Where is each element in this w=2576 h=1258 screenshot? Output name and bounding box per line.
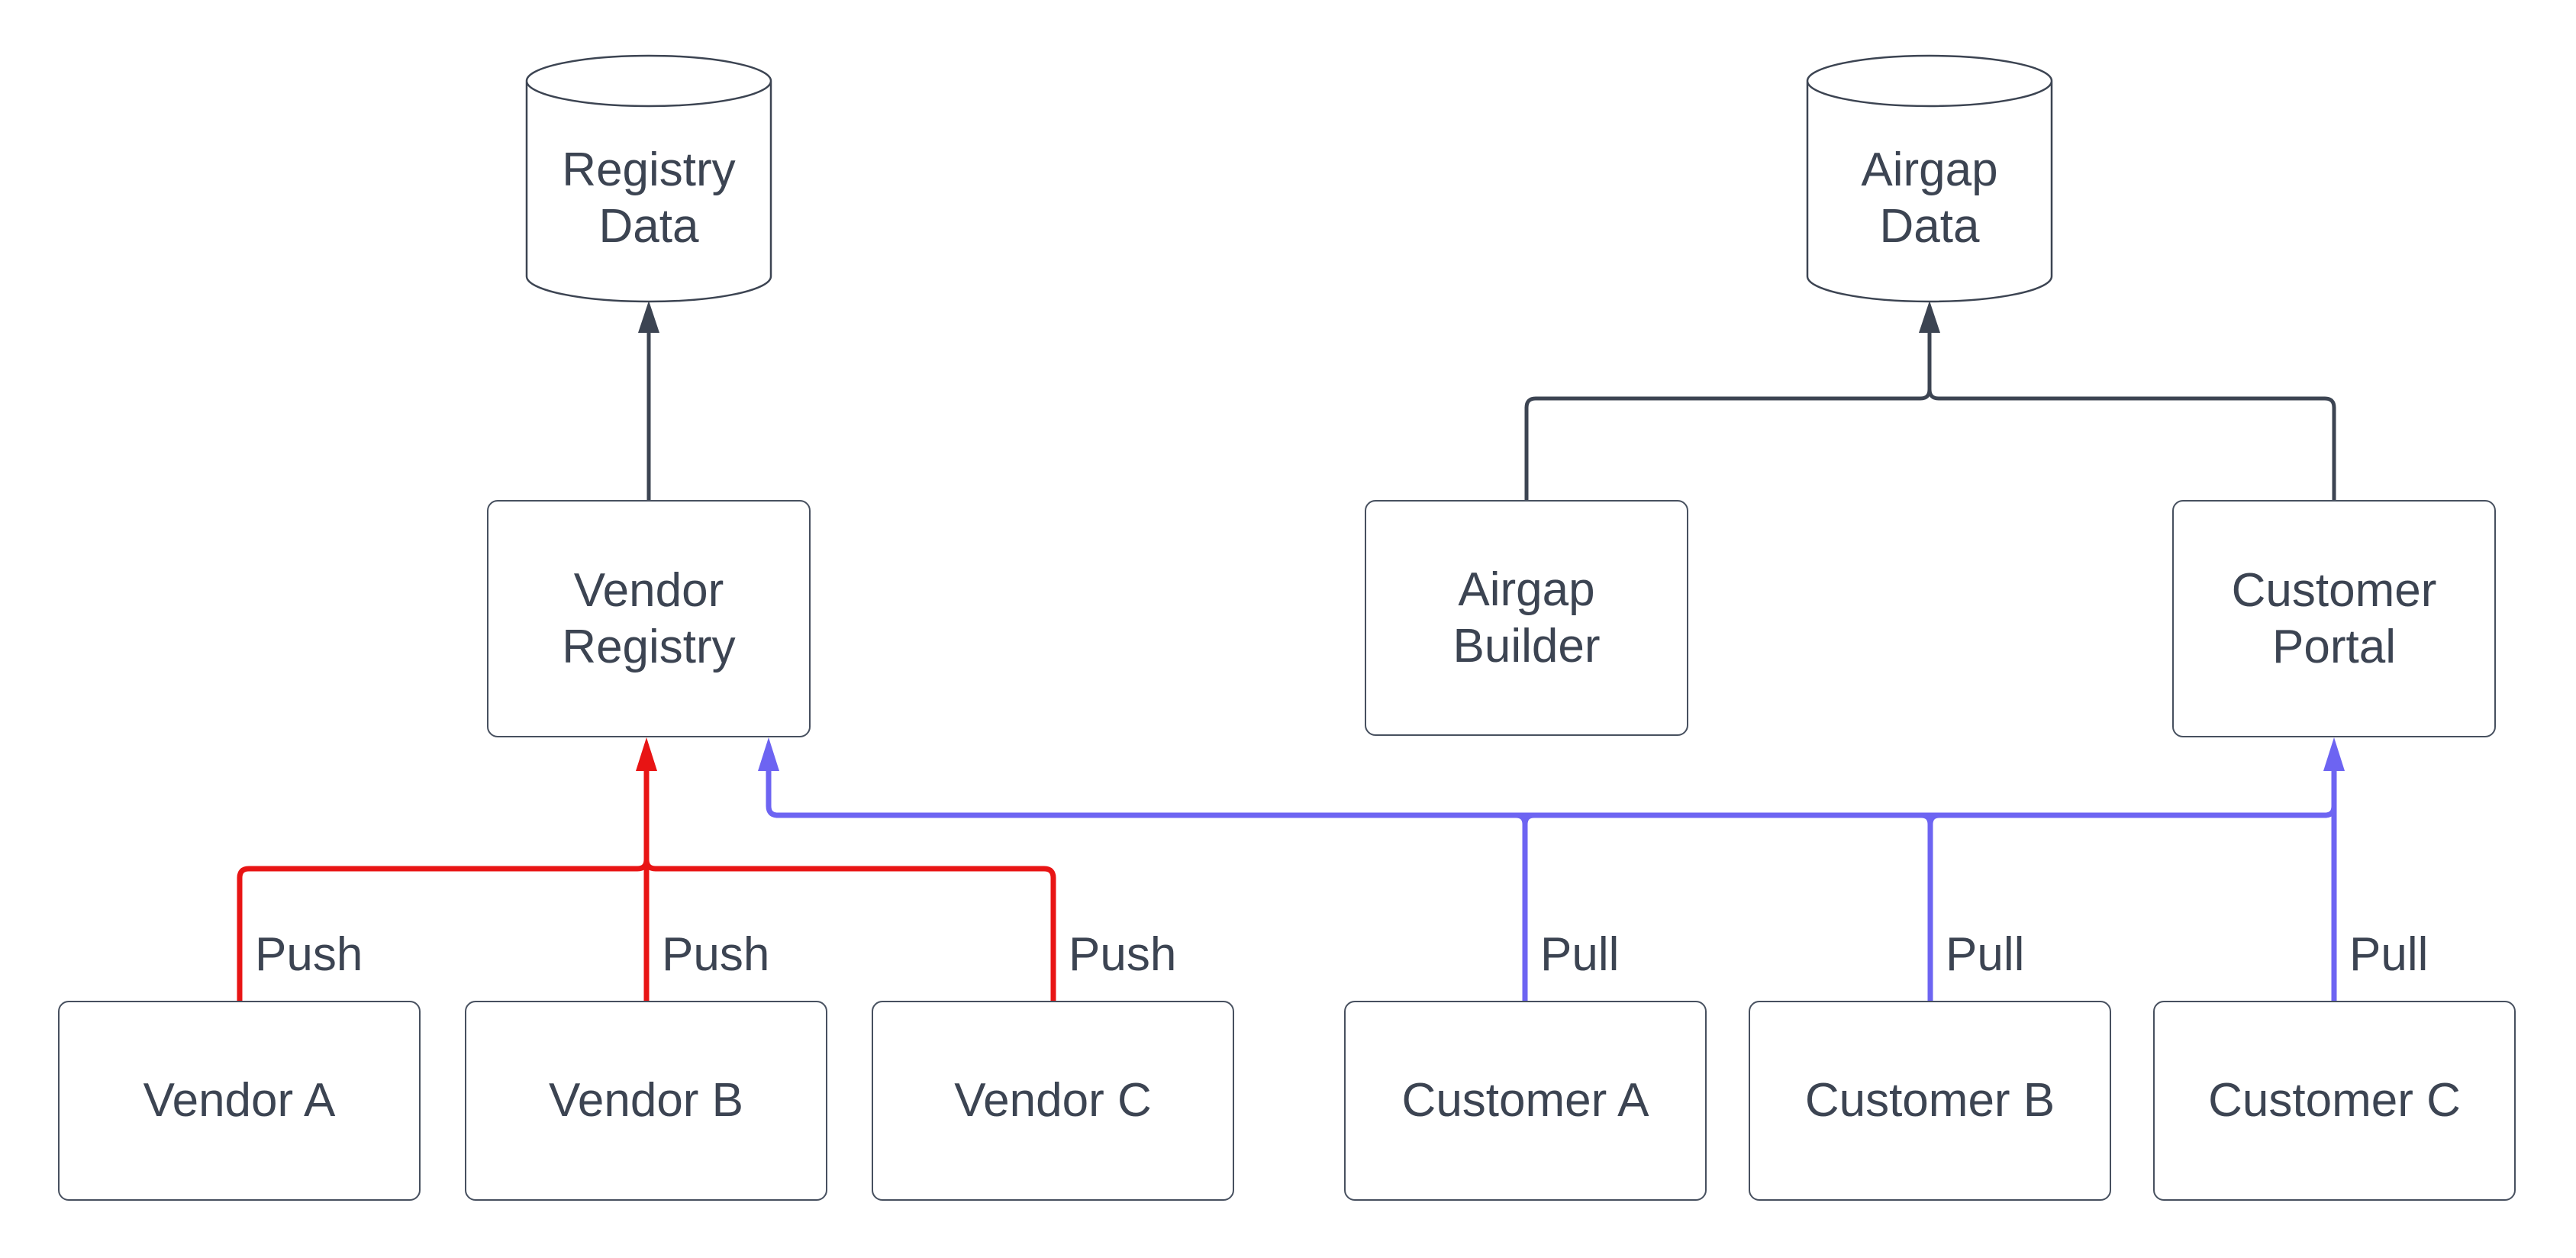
node-vendor-b[interactable]: Vendor B [465,1001,827,1201]
node-label-line: Registry [562,144,736,196]
pull-edge-customer-a [1515,812,1535,1001]
node-label-line: Airgap [1861,144,1998,196]
node-label-line: Registry [562,620,736,673]
node-label-line: Vendor [573,563,724,617]
flow-edge-customer-portal-to-airgap-data [1927,333,2336,500]
node-customer-portal[interactable]: Customer Portal [2172,500,2496,737]
node-vendor-c[interactable]: Vendor C [872,1001,1234,1201]
node-registry-data-label: Registry Data [527,115,771,282]
push-edge-label: Push [255,928,363,981]
node-label-line: Customer B [1804,1074,2055,1127]
node-vendor-registry[interactable]: Vendor Registry [487,500,811,737]
node-label-line: Customer [2231,563,2437,617]
push-arrowhead-vendor-registry [636,737,657,771]
node-label-line: Builder [1452,619,1601,673]
flow-arrowhead-airgap-data [1919,301,1940,333]
node-airgap-data-label: Airgap Data [1807,115,2052,282]
node-airgap-builder[interactable]: Airgap Builder [1365,500,1688,736]
push-edge-label: Push [662,928,770,981]
node-label-line: Vendor C [954,1074,1152,1127]
node-label-line: Data [598,200,699,253]
node-label-line: Vendor B [548,1074,744,1127]
pull-edge-label: Pull [2349,928,2429,981]
node-vendor-a[interactable]: Vendor A [58,1001,421,1201]
node-label-line: Customer C [2208,1074,2461,1127]
pull-edge-label: Pull [1946,928,2025,981]
pull-arrowhead-customer-portal [2323,737,2345,771]
node-label-line: Vendor A [143,1074,336,1127]
flow-edge-airgap-builder-to-airgap-data [1524,333,1932,500]
push-edge-label: Push [1069,928,1177,981]
pull-bus-edge-to-vendor-registry [766,771,2337,818]
node-customer-c[interactable]: Customer C [2153,1001,2516,1201]
node-customer-b[interactable]: Customer B [1749,1001,2111,1201]
airgap-data-cylinder[interactable] [1806,54,2053,303]
pull-edge-label: Pull [1540,928,1620,981]
node-label-line: Customer A [1401,1074,1649,1127]
node-label-line: Data [1879,200,1980,253]
node-label-line: Airgap [1458,563,1595,616]
registry-data-cylinder[interactable] [525,54,772,303]
node-customer-a[interactable]: Customer A [1344,1001,1707,1201]
flow-arrowhead-registry-data [638,301,659,333]
pull-edge-customer-b [1920,812,1940,1001]
pull-arrowhead-vendor-registry [758,737,779,771]
node-label-line: Portal [2272,620,2396,673]
